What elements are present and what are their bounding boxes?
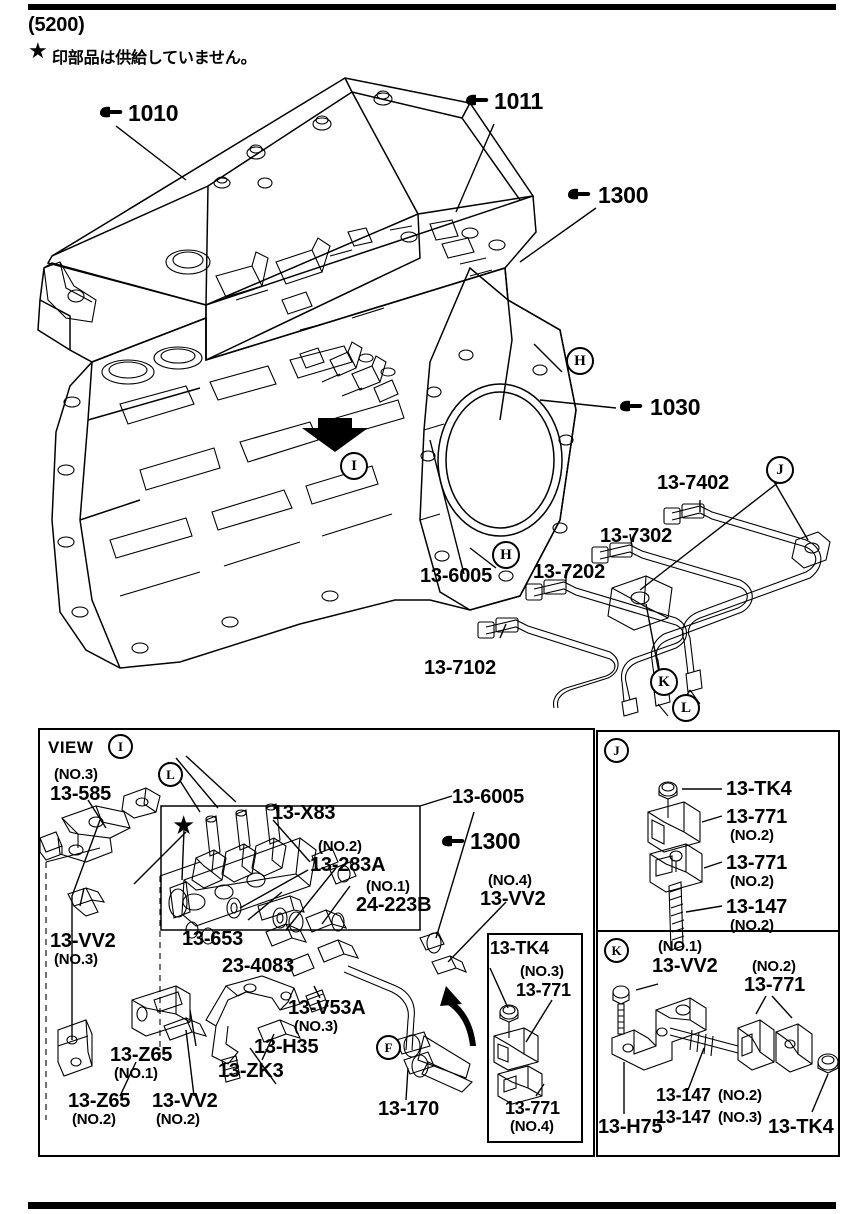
pointing-hand-icon xyxy=(466,94,489,106)
part-13-585: 13-585 xyxy=(50,783,112,805)
detail-marker-j[interactable]: J xyxy=(766,456,794,484)
part-13-vv2-no4: 13-VV2 xyxy=(480,888,546,910)
star-marker: ★ xyxy=(172,810,196,840)
main-part-13-7402: 13-7402 xyxy=(657,472,729,494)
pointing-hand-icon xyxy=(442,835,465,847)
pj-qual-13-771-b: (NO.2) xyxy=(730,873,774,890)
pk-qual-13-147-no3: (NO.3) xyxy=(718,1109,762,1126)
part-23-4083: 23-4083 xyxy=(222,955,294,977)
panel-j-marker[interactable]: J xyxy=(604,738,629,763)
inset-part-13-771-no4: 13-771 xyxy=(505,1098,560,1118)
main-part-13-6005: 13-6005 xyxy=(420,565,492,587)
part-13-6005-view: 13-6005 xyxy=(452,786,524,808)
section-code: (5200) xyxy=(28,14,85,36)
pk-part-13-771: 13-771 xyxy=(744,974,806,996)
part-13-283a: 13-283A xyxy=(310,854,386,876)
pj-part-13-tk4: 13-TK4 xyxy=(726,778,792,800)
pk-qual-13-147-no2: (NO.2) xyxy=(718,1087,762,1104)
pointing-hand-icon xyxy=(568,188,591,200)
inset-box-f xyxy=(487,933,583,1143)
pj-qual-13-147: (NO.2) xyxy=(730,917,774,934)
view-marker-f[interactable]: F xyxy=(376,1035,401,1060)
part-13-vv2-no2: 13-VV2 xyxy=(152,1090,218,1112)
pk-part-13-147-no3: 13-147 xyxy=(656,1107,711,1127)
page-bottom-rule xyxy=(28,1202,836,1209)
view-panel-i xyxy=(38,728,595,1157)
detail-marker-k[interactable]: K xyxy=(650,668,678,696)
part-13-vv2-no3: 13-VV2 xyxy=(50,930,116,952)
inset-qual-13-771-no3: (NO.3) xyxy=(520,963,564,980)
ref-1010-label: 1010 xyxy=(128,100,179,126)
qual-13-z65-no2: (NO.2) xyxy=(72,1111,116,1128)
pk-qual-13-vv2: (NO.1) xyxy=(658,938,702,955)
qual-13-vv2-no4: (NO.4) xyxy=(488,872,532,889)
inset-part-13-771-no3: 13-771 xyxy=(516,980,571,1000)
main-part-13-7202: 13-7202 xyxy=(533,561,605,583)
qual-13-v53a: (NO.3) xyxy=(294,1018,338,1035)
pj-qual-13-771-a: (NO.2) xyxy=(730,827,774,844)
inset-qual-13-771-no4: (NO.4) xyxy=(510,1118,554,1135)
view-ref-1300: 1300 xyxy=(470,828,521,854)
pk-qual-13-771: (NO.2) xyxy=(752,958,796,975)
pj-part-13-771-b: 13-771 xyxy=(726,852,788,874)
ref-1300-label: 1300 xyxy=(598,182,649,208)
pk-part-13-tk4: 13-TK4 xyxy=(768,1116,834,1138)
main-part-13-7102: 13-7102 xyxy=(424,657,496,679)
qual-13-585: (NO.3) xyxy=(54,766,98,783)
ref-1030-label: 1030 xyxy=(650,394,701,420)
qual-13-z65-no1: (NO.1) xyxy=(114,1065,158,1082)
view-marker-l[interactable]: L xyxy=(158,762,183,787)
pk-part-13-h75: 13-H75 xyxy=(598,1116,663,1138)
qual-13-vv2-no3: (NO.3) xyxy=(54,951,98,968)
detail-marker-i[interactable]: I xyxy=(340,452,368,480)
part-24-223b: 24-223B xyxy=(356,894,432,916)
inset-part-13-tk4: 13-TK4 xyxy=(490,938,549,958)
detail-panel-j xyxy=(596,730,840,932)
part-13-170: 13-170 xyxy=(378,1098,440,1120)
star-symbol: ★ xyxy=(28,38,48,63)
main-part-13-7302: 13-7302 xyxy=(600,525,672,547)
qual-13-vv2-no2: (NO.2) xyxy=(156,1111,200,1128)
part-13-v53a: 13-V53A xyxy=(288,997,366,1019)
part-13-zk3: 13-ZK3 xyxy=(218,1060,284,1082)
part-13-z65-no2: 13-Z65 xyxy=(68,1090,131,1112)
detail-panel-k xyxy=(596,930,840,1157)
panel-k-marker[interactable]: K xyxy=(604,938,629,963)
pointing-hand-icon xyxy=(620,400,643,412)
ref-1011-label: 1011 xyxy=(494,88,544,114)
detail-marker-h-upper[interactable]: H xyxy=(566,347,594,375)
part-13-x83: 13-X83 xyxy=(272,802,336,824)
part-13-h35: 13-H35 xyxy=(254,1036,319,1058)
detail-marker-l[interactable]: L xyxy=(672,694,700,722)
pointing-hand-icon xyxy=(100,106,123,118)
detail-marker-h-lower[interactable]: H xyxy=(492,541,520,569)
supply-note-text: 印部品は供給していません。 xyxy=(52,48,257,67)
pk-part-13-147-no2: 13-147 xyxy=(656,1085,711,1105)
pk-part-13-vv2: 13-VV2 xyxy=(652,955,718,977)
qual-24-223b: (NO.1) xyxy=(366,878,410,895)
part-13-653: 13-653 xyxy=(182,928,244,950)
part-13-z65-no1: 13-Z65 xyxy=(110,1044,173,1066)
view-panel-marker[interactable]: I xyxy=(108,734,133,759)
qual-13-283a: (NO.2) xyxy=(318,838,362,855)
page-top-rule xyxy=(28,4,836,10)
view-panel-title: VIEW xyxy=(48,738,94,757)
pj-part-13-771-a: 13-771 xyxy=(726,806,788,828)
pj-part-13-147: 13-147 xyxy=(726,896,788,918)
